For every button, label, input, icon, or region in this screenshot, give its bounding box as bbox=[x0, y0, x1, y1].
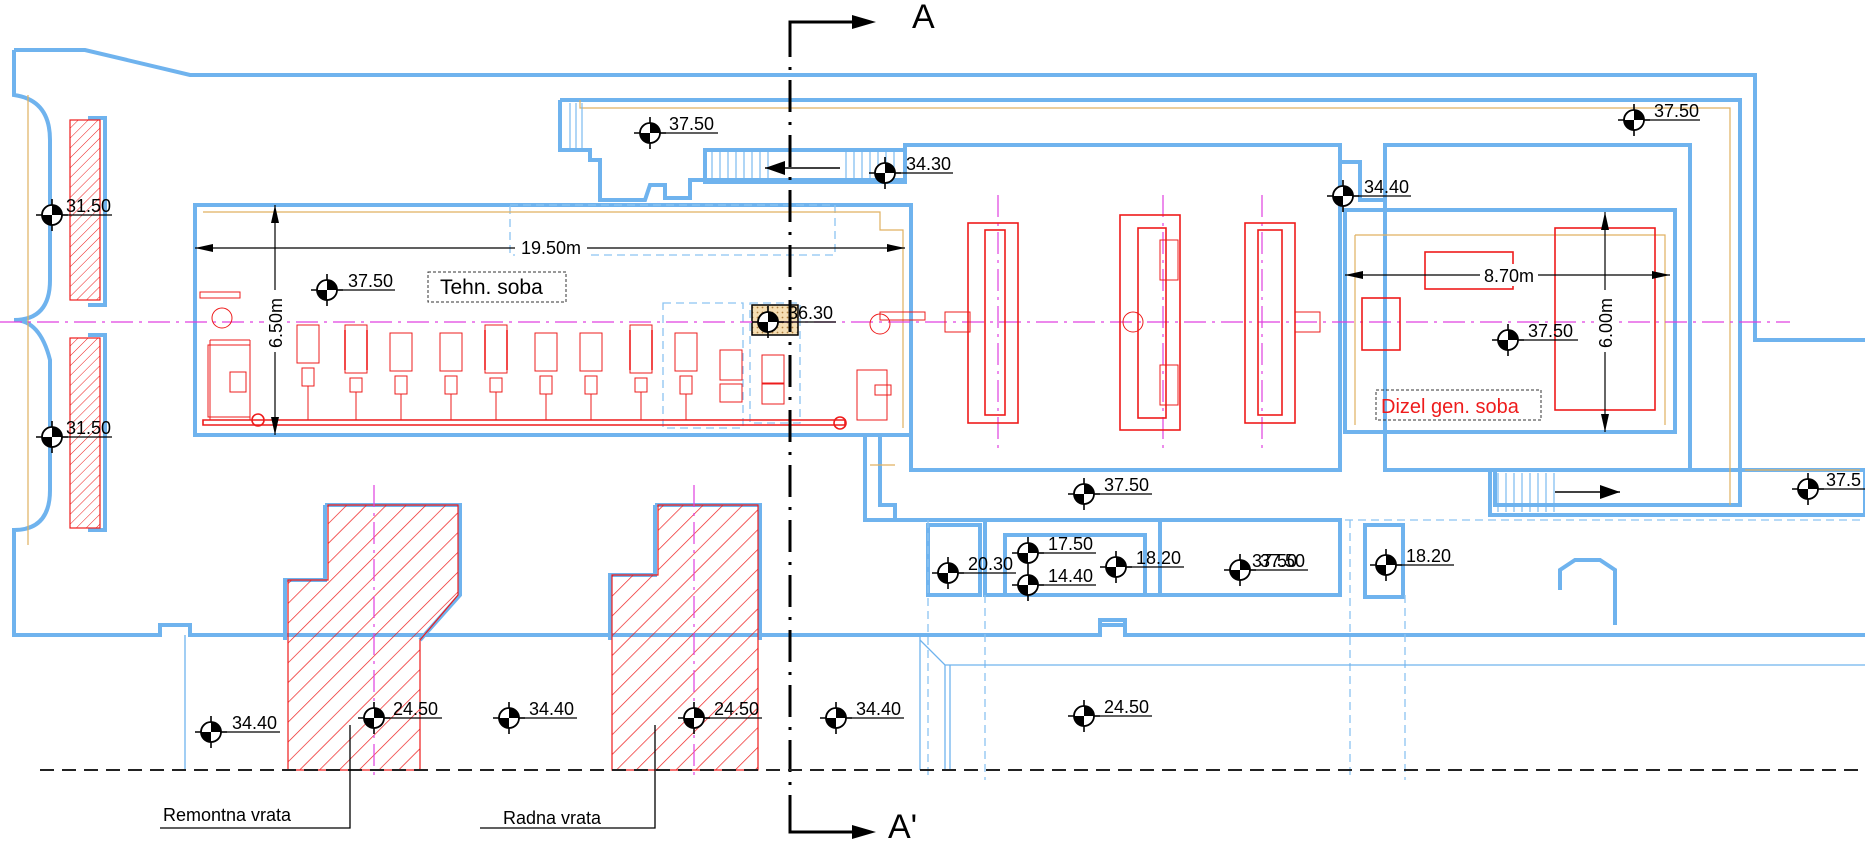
dimension-lines bbox=[195, 205, 1670, 435]
elev-mark-1 bbox=[633, 116, 718, 150]
tech-room-label-frame bbox=[427, 271, 567, 303]
elev-mark-6 bbox=[35, 420, 112, 454]
hatched-areas bbox=[69, 119, 799, 771]
dim-length-label: 19.50m bbox=[521, 238, 581, 258]
door-leaders bbox=[160, 725, 656, 829]
pump-equipment bbox=[199, 291, 926, 430]
elev-mark-3 bbox=[868, 156, 953, 190]
stairs bbox=[569, 103, 1620, 512]
elev-label-17: 18.20 bbox=[1406, 546, 1451, 566]
elev-mark-2 bbox=[1617, 103, 1700, 137]
elev-mark-8 bbox=[751, 305, 836, 339]
elev-mark-10 bbox=[1067, 477, 1152, 511]
elev-label-12: 17.50 bbox=[1048, 534, 1093, 554]
elev-mark-16 bbox=[1223, 553, 1308, 587]
elev-label-14: 20.30 bbox=[968, 554, 1013, 574]
dim-gen-length-label: 8.70m bbox=[1484, 266, 1534, 286]
elev-mark-20 bbox=[492, 701, 577, 735]
thin-lines bbox=[184, 204, 1865, 780]
diesel-room-label: Dizel gen. soba bbox=[1381, 396, 1520, 418]
elevation-labels: 37.50 37.50 34.30 34.40 31.50 31.50 37.5… bbox=[66, 101, 1861, 733]
elev-label-9: 37.50 bbox=[1528, 321, 1573, 341]
elev-mark-12 bbox=[1011, 536, 1096, 570]
section-label-bottom: A' bbox=[888, 808, 917, 846]
elev-label-4: 34.40 bbox=[1364, 177, 1409, 197]
elev-label-8: 36.30 bbox=[788, 303, 833, 323]
elev-label-18: 34.40 bbox=[232, 713, 277, 733]
elev-mark-17 bbox=[1369, 548, 1454, 582]
dim-width-label: 6.50m bbox=[266, 298, 286, 348]
elev-mark-18 bbox=[194, 715, 280, 749]
elev-mark-23 bbox=[1067, 699, 1152, 733]
tech-room-label: Tehn. soba bbox=[440, 276, 543, 299]
elev-label-10: 37.50 bbox=[1104, 475, 1149, 495]
elev-mark-19 bbox=[357, 701, 442, 735]
section-label-top: A bbox=[912, 0, 935, 36]
repair-door-label: Remontna vrata bbox=[163, 805, 292, 825]
elev-label-24: 37.5 bbox=[1826, 470, 1861, 490]
elev-label-2: 37.50 bbox=[1654, 101, 1699, 121]
elev-mark-15 bbox=[1099, 550, 1184, 584]
elev-label-6: 31.50 bbox=[66, 418, 111, 438]
hall-equipment bbox=[944, 214, 1321, 431]
elev-label-1: 37.50 bbox=[669, 114, 714, 134]
elev-mark-5 bbox=[35, 198, 112, 232]
elev-label-20: 34.40 bbox=[529, 699, 574, 719]
elev-mark-14 bbox=[931, 556, 1016, 590]
elev-mark-9 bbox=[1491, 323, 1578, 357]
elev-label-22: 34.40 bbox=[856, 699, 901, 719]
elev-label-5: 31.50 bbox=[66, 196, 111, 216]
diesel-room-label-frame bbox=[1375, 389, 1542, 421]
elev-label-7: 37.50 bbox=[348, 271, 393, 291]
elev-label-19: 24.50 bbox=[393, 699, 438, 719]
elev-mark-22 bbox=[819, 701, 904, 735]
elev-mark-21 bbox=[677, 701, 762, 735]
elev-label-13: 14.40 bbox=[1048, 566, 1093, 586]
elevation-markers bbox=[35, 103, 1865, 749]
elev-mark-7 bbox=[310, 273, 395, 307]
section-line bbox=[788, 15, 876, 839]
elev-mark-4 bbox=[1326, 179, 1411, 213]
elev-label-3: 34.30 bbox=[906, 154, 951, 174]
elev-label-15: 18.20 bbox=[1136, 548, 1181, 568]
dim-gen-width-label: 6.00m bbox=[1596, 298, 1616, 348]
elev-mark-11 bbox=[1791, 472, 1865, 506]
work-door-label: Radna vrata bbox=[503, 808, 602, 828]
elev-label-11: 37.50 bbox=[1252, 551, 1297, 571]
elev-label-23: 24.50 bbox=[1104, 697, 1149, 717]
elev-label-21: 24.50 bbox=[714, 699, 759, 719]
elev-label-16: 37.50 bbox=[1260, 551, 1305, 571]
building-walls bbox=[12, 48, 1865, 642]
elev-mark-13 bbox=[1011, 568, 1096, 602]
tan-lines bbox=[27, 95, 1860, 545]
